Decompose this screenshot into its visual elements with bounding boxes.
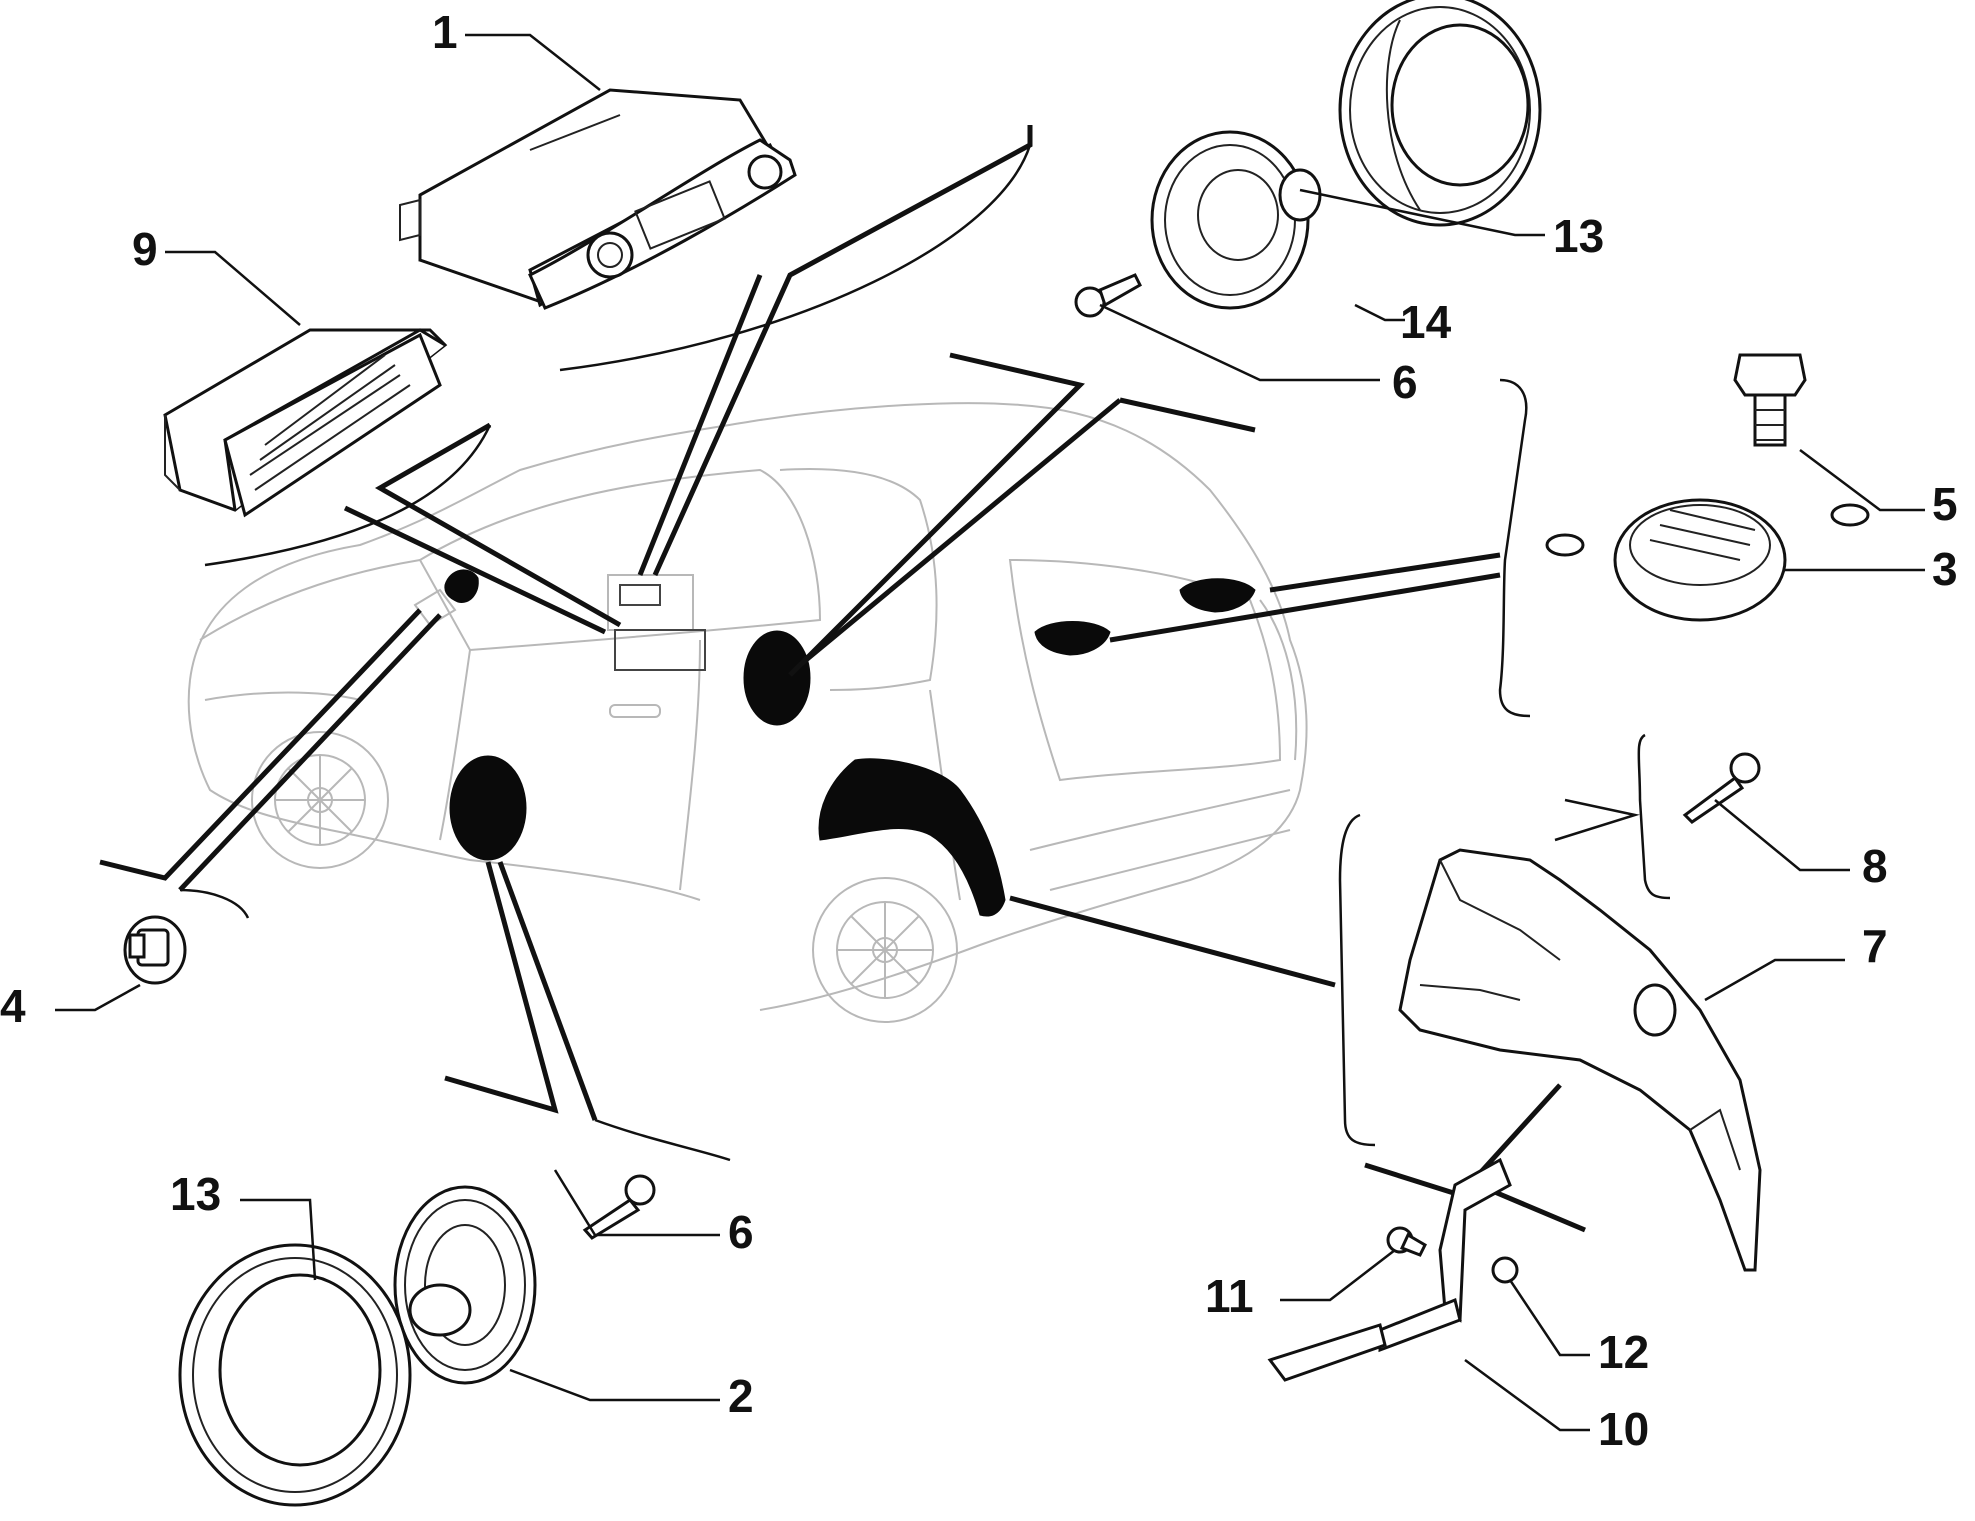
callout-11: 11	[1205, 1270, 1254, 1322]
screw-icon	[1386, 1226, 1519, 1284]
callout-3: 3	[1932, 543, 1958, 595]
radio-cover-icon	[163, 328, 448, 518]
leader-lines	[99, 125, 1671, 1233]
callout-leaders	[55, 33, 1925, 1432]
screw-icon	[1733, 353, 1807, 447]
rear-speaker-icon	[393, 1185, 537, 1385]
car-outline-icon	[187, 402, 1308, 1023]
front-door-speaker-icon	[1150, 130, 1322, 310]
callout-14: 14	[1400, 296, 1452, 348]
screw-icon	[582, 1174, 656, 1240]
callout-numbers: 1 9 13 14 6 5 3 8 7 4 6 2 13 11 12 10	[0, 6, 1958, 1455]
callout-1: 1	[432, 6, 458, 58]
tweeter-icon	[1545, 498, 1870, 622]
callout-7: 7	[1862, 920, 1888, 972]
callout-10: 10	[1598, 1403, 1649, 1455]
front-door-speaker-location	[743, 630, 811, 726]
car-radio-icon	[399, 88, 797, 310]
callout-2: 2	[728, 1370, 754, 1422]
callout-12: 12	[1598, 1326, 1649, 1378]
callout-8: 8	[1862, 840, 1888, 892]
rear-speaker-location-b	[1034, 621, 1111, 656]
callout-6-top: 6	[1392, 356, 1418, 408]
callout-4: 4	[0, 980, 26, 1032]
tweeter-icon	[123, 915, 187, 985]
tweeter-location	[444, 569, 479, 603]
wheel-arch-location	[818, 758, 1006, 917]
callout-13-top: 13	[1553, 210, 1604, 262]
wheel-arch-liner-icon	[1398, 848, 1762, 1272]
lower-door-speaker-location	[449, 755, 527, 861]
callout-6-bottom: 6	[728, 1206, 754, 1258]
speaker-ring-icon	[178, 1243, 412, 1507]
callout-5: 5	[1932, 478, 1958, 530]
car-part-locations	[444, 569, 1256, 917]
speaker-ring-icon	[1338, 0, 1542, 227]
bracket-icon	[1267, 1157, 1512, 1382]
screw-icon	[1682, 752, 1761, 824]
screw-icon	[1074, 273, 1142, 318]
callout-9: 9	[132, 223, 158, 275]
callout-13-bottom: 13	[170, 1168, 221, 1220]
rear-speaker-location-a	[1179, 578, 1256, 613]
